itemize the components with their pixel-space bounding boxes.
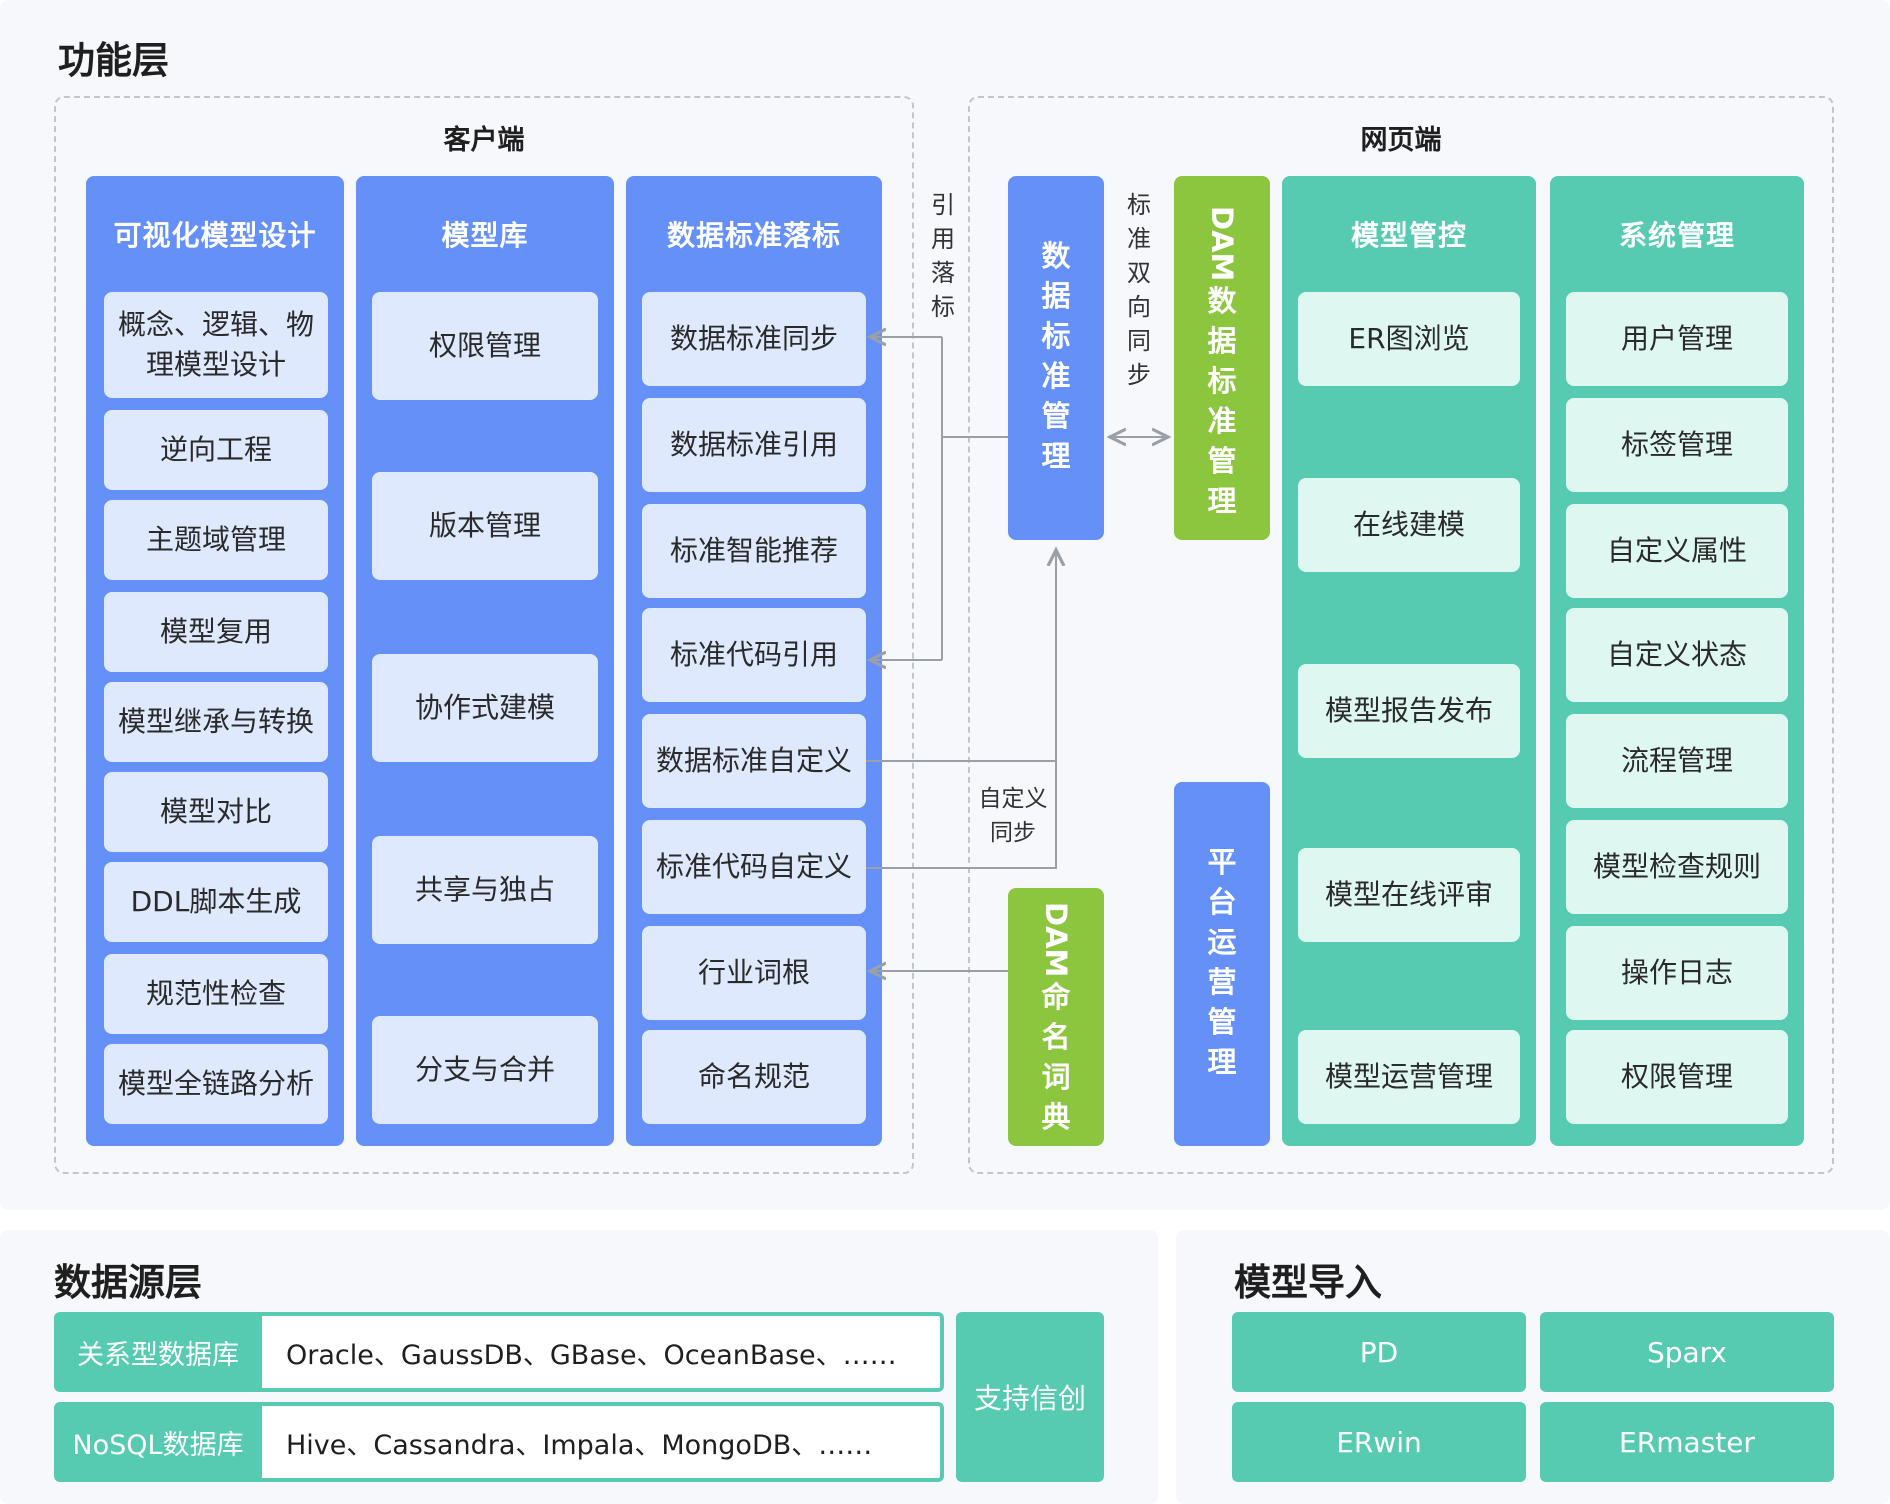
model-import-title: 模型导入 <box>1234 1261 1382 1304</box>
label-char: 步 <box>1127 361 1151 389</box>
list-item[interactable]: 版本管理 <box>372 472 598 580</box>
import-ermaster-button[interactable]: ERmaster <box>1540 1402 1834 1482</box>
list-item[interactable]: 共享与独占 <box>372 836 598 944</box>
list-item[interactable]: DDL脚本生成 <box>104 862 328 942</box>
list-item[interactable]: 数据标准自定义 <box>642 714 866 808</box>
list-item[interactable]: 模型报告发布 <box>1298 664 1520 758</box>
block-latin: DAM <box>1205 206 1239 282</box>
column-title: 系统管理 <box>1618 219 1735 252</box>
bidirectional-sync-label: 标 准 双 向 同 步 <box>1122 188 1156 392</box>
block-char: 据 <box>1207 324 1237 359</box>
custom-sync-label: 自定义 同步 <box>978 786 1048 846</box>
import-sparx-button[interactable]: Sparx <box>1540 1312 1834 1392</box>
label-char: 落 <box>931 259 955 287</box>
block-char: 据 <box>1041 279 1071 313</box>
block-char: 名 <box>1041 1020 1071 1055</box>
list-item[interactable]: 模型全链路分析 <box>104 1044 328 1124</box>
list-item[interactable]: 命名规范 <box>642 1030 866 1124</box>
list-item[interactable]: 标签管理 <box>1566 398 1788 492</box>
block-char: 管 <box>1207 1005 1237 1039</box>
list-item[interactable]: 流程管理 <box>1566 714 1788 808</box>
list-item[interactable]: 协作式建模 <box>372 654 598 762</box>
xinchuang-support-badge: 支持信创 <box>956 1312 1104 1482</box>
block-char: 理 <box>1041 439 1071 473</box>
import-pd-button[interactable]: PD <box>1232 1312 1526 1392</box>
block-char: 数 <box>1207 284 1237 319</box>
list-item[interactable]: 标准代码引用 <box>642 608 866 702</box>
label-char: 同 <box>1127 327 1151 355</box>
list-item[interactable]: 标准智能推荐 <box>642 504 866 598</box>
label-char: 向 <box>1127 293 1151 321</box>
dam-naming-dictionary-block[interactable]: DAM 命 名 词 典 <box>1008 888 1104 1146</box>
list-item[interactable]: 模型检查规则 <box>1566 820 1788 914</box>
block-char: 理 <box>1207 484 1237 519</box>
nosql-db-label: NoSQL数据库 <box>54 1402 262 1482</box>
block-char: 词 <box>1041 1060 1071 1095</box>
list-item[interactable]: 分支与合并 <box>372 1016 598 1124</box>
reference-landing-label: 引 用 落 标 <box>926 188 960 324</box>
list-item[interactable]: 标准代码自定义 <box>642 820 866 914</box>
block-latin: DAM <box>1039 902 1073 978</box>
block-char: 标 <box>1041 319 1071 353</box>
list-item[interactable]: 模型复用 <box>104 592 328 672</box>
label-char: 标 <box>1127 191 1151 219</box>
column-title: 数据标准落标 <box>666 219 841 252</box>
label-char: 标 <box>931 293 955 321</box>
block-char: 标 <box>1207 364 1237 399</box>
column-title: 模型管控 <box>1350 219 1467 252</box>
list-item[interactable]: 用户管理 <box>1566 292 1788 386</box>
column-title: 可视化模型设计 <box>113 219 317 252</box>
client-area <box>54 96 914 1174</box>
relational-db-list: Oracle、GaussDB、GBase、OceanBase、…… <box>262 1312 944 1392</box>
relational-db-label: 关系型数据库 <box>54 1312 262 1392</box>
client-title: 客户端 <box>443 125 525 156</box>
web-area <box>968 96 1834 1174</box>
list-item[interactable]: 主题域管理 <box>104 500 328 580</box>
block-char: 命 <box>1041 980 1071 1015</box>
block-char: 管 <box>1041 399 1071 433</box>
list-item[interactable]: 模型在线评审 <box>1298 848 1520 942</box>
list-item[interactable]: 自定义状态 <box>1566 608 1788 702</box>
list-item[interactable]: 权限管理 <box>372 292 598 400</box>
list-item[interactable]: 数据标准同步 <box>642 292 866 386</box>
block-char: 数 <box>1041 239 1071 273</box>
list-item[interactable]: 在线建模 <box>1298 478 1520 572</box>
list-item[interactable]: ER图浏览 <box>1298 292 1520 386</box>
block-char: 管 <box>1207 444 1237 479</box>
block-char: 运 <box>1207 925 1237 959</box>
block-char: 准 <box>1041 359 1071 393</box>
label-char: 准 <box>1127 225 1151 253</box>
list-item[interactable]: 行业词根 <box>642 926 866 1020</box>
list-item[interactable]: 自定义属性 <box>1566 504 1788 598</box>
list-item[interactable]: 模型运营管理 <box>1298 1030 1520 1124</box>
list-item[interactable]: 数据标准引用 <box>642 398 866 492</box>
dam-standard-management-block[interactable]: DAM 数 据 标 准 管 理 <box>1174 176 1270 540</box>
list-item[interactable]: 操作日志 <box>1566 926 1788 1020</box>
platform-operations-management-block[interactable]: 平 台 运 营 管 理 <box>1174 782 1270 1146</box>
list-item[interactable]: 概念、逻辑、物理模型设计 <box>104 292 328 398</box>
nosql-db-list: Hive、Cassandra、Impala、MongoDB、…… <box>262 1402 944 1482</box>
list-item[interactable]: 权限管理 <box>1566 1030 1788 1124</box>
list-item[interactable]: 模型对比 <box>104 772 328 852</box>
data-standard-management-block[interactable]: 数 据 标 准 管 理 <box>1008 176 1104 540</box>
list-item[interactable]: 规范性检查 <box>104 954 328 1034</box>
web-title: 网页端 <box>1360 125 1442 156</box>
label-char: 引 <box>931 191 955 219</box>
label-char: 双 <box>1127 259 1151 287</box>
column-title: 模型库 <box>441 219 529 252</box>
block-char: 平 <box>1207 845 1237 879</box>
block-char: 营 <box>1207 965 1237 999</box>
block-char: 典 <box>1041 1100 1071 1135</box>
list-item[interactable]: 逆向工程 <box>104 410 328 490</box>
block-char: 准 <box>1207 404 1237 439</box>
import-erwin-button[interactable]: ERwin <box>1232 1402 1526 1482</box>
data-source-layer-title: 数据源层 <box>54 1261 202 1304</box>
block-char: 理 <box>1207 1045 1237 1079</box>
list-item[interactable]: 模型继承与转换 <box>104 682 328 762</box>
function-layer-title: 功能层 <box>58 39 169 82</box>
block-char: 台 <box>1207 885 1237 919</box>
label-char: 用 <box>931 225 955 253</box>
